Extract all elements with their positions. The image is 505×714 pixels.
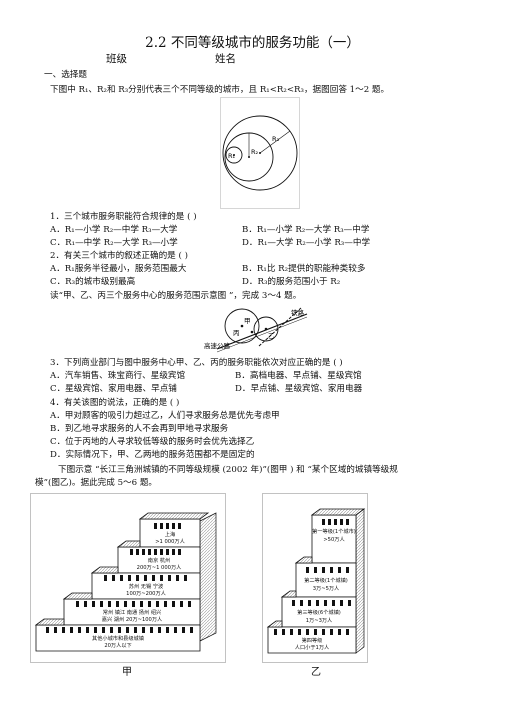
yi-tier-1-top — [310, 508, 366, 516]
center-r1 — [233, 154, 235, 156]
circle-r3 — [222, 115, 298, 191]
intro-q1-2: 下图中 R₁、R₂和 R₃分别代表三个不同等级的城市，且 R₁<R₂<R₃，据图… — [50, 85, 390, 95]
yi-people-icons — [274, 519, 351, 635]
circle-r1 — [225, 146, 243, 164]
section-heading: 一、选择题 — [44, 70, 87, 80]
q1-option-b: B．R₁—小学 R₂—大学 R₃—中学 — [242, 225, 370, 235]
radius-r3 — [259, 130, 291, 154]
q3-option-b: B．高档电器、早点铺、星级宾馆 — [235, 371, 362, 381]
q1-option-a: A．R₁—小学 R₂—中学 R₃—大学 — [50, 225, 178, 235]
tier-2-top — [116, 540, 141, 548]
tier-1-pop: >1 000万人 — [155, 538, 185, 545]
center-jia — [240, 324, 244, 328]
intro-q3-4: 读“甲、乙、丙三个服务中心的服务范围示意图 ”，完成 3～4 题。 — [50, 291, 302, 301]
yi-tier-1-name: 第一等级(1个城市) — [312, 527, 356, 535]
label-bing: 丙 — [233, 329, 240, 337]
label-highway: 高速公路 — [204, 341, 231, 350]
q2-option-d: D．R₃的服务范围小于 R₂ — [242, 277, 341, 287]
tier-1-people-icon — [154, 523, 181, 529]
yi-tier-4-people-icon — [274, 629, 349, 635]
railway-line — [258, 307, 302, 347]
people-icons — [46, 523, 193, 633]
tier-4-cities: 常州 镇江 南通 扬州 绍兴 — [103, 608, 161, 616]
label-rail: 铁路 — [291, 308, 305, 317]
tier-2-cities: 南京 杭州 — [148, 556, 170, 564]
tier-3-cities: 苏州 无锡 宁波 — [129, 582, 164, 590]
tier-3-pop: 100万~200万人 — [126, 590, 166, 597]
q2-option-a: A．R₁服务半径最小，服务范围最大 — [50, 264, 187, 274]
tier-1-top — [138, 512, 210, 520]
label-jia: 甲 — [244, 317, 251, 325]
q4-option-b: B．到乙地寻求服务的人不会再到甲地寻求服务 — [50, 424, 229, 434]
tier-3-top — [90, 566, 119, 574]
pyramid-side-wall — [199, 512, 217, 642]
tier-3-people-icon — [104, 575, 187, 581]
yi-tier-1-pop: >50万人 — [323, 536, 344, 543]
highway-line — [216, 313, 308, 350]
yi-tier-4-top — [266, 620, 283, 628]
tier-5-top — [34, 618, 65, 626]
yi-side-wall — [355, 508, 365, 654]
class-label: 班级 — [106, 53, 127, 65]
label-yi: 乙 — [268, 332, 275, 340]
center-bing — [250, 330, 254, 334]
q4-stem: 4．有关该图的说法，正确的是 ( ) — [50, 398, 180, 408]
figure-yi-staircase: 第一等级(1个城市) >50万人 第二等级(1个城镇) 3万~5万人 第三等级(… — [262, 493, 368, 663]
tier-2-people-icon — [130, 549, 181, 555]
q4-option-c: C．位于丙地的人寻求较低等级的服务时会优先选择乙 — [50, 437, 255, 447]
figure-jia-staircase: 上海 >1 000万人 南京 杭州 200万~1 000万人 苏州 无锡 宁波 … — [30, 493, 226, 663]
q3-option-a: A．汽车销售、珠宝商行、星级宾馆 — [50, 371, 186, 381]
yi-tier-3-pop: 1万~3万人 — [306, 617, 333, 624]
q2-option-c: C．R₃的城市级别最高 — [50, 277, 136, 287]
tier-5-cities: 其他小城市和县级城镇 — [92, 634, 144, 642]
q2-stem: 2．有关三个城市的叙述正确的是 ( ) — [50, 251, 188, 261]
tier-5-people-icon — [46, 627, 193, 633]
yi-tier-2-name: 第二等级(1个城镇) — [304, 576, 348, 584]
figure-yi-frame — [262, 493, 368, 663]
q4-option-a: A．甲对顾客的吸引力超过乙，人们寻求服务总是优先考虑甲 — [50, 411, 280, 421]
label-r3: R₃ — [272, 135, 280, 143]
caption-yi: 乙 — [311, 667, 321, 678]
label-r1: R₁ — [228, 152, 236, 160]
tier-1-cities: 上海 — [165, 530, 175, 538]
figure-frame — [220, 97, 300, 209]
q1-option-d: D．R₁—大学 R₂—小学 R₃—中学 — [242, 238, 371, 248]
highway-line-2 — [216, 316, 308, 353]
yi-tier-1-people-icon — [322, 519, 349, 525]
service-centers-figure: 甲 丙 乙 铁路 高速公路 — [204, 307, 308, 353]
q1-stem: 1．三个城市服务职能符合规律的是 ( ) — [50, 212, 197, 222]
yi-tier-2-pop: 3万~5万人 — [313, 585, 340, 592]
yi-tier-2-people-icon — [306, 567, 349, 573]
yi-tier-3-people-icon — [292, 600, 351, 606]
circle-jia — [224, 308, 260, 344]
tier-4-people-icon — [76, 601, 191, 607]
name-label: 姓名 — [215, 53, 236, 65]
intro-q5-6-line1: 下图示意 “长江三角洲城镇的不同等级规模 (2002 年)”(图甲 ) 和 “某… — [58, 465, 398, 475]
tier-4-pop: 嘉兴 湖州 20万~100万人 — [102, 615, 162, 623]
figure-jia-frame — [30, 493, 226, 663]
yi-tier-2-top — [294, 556, 313, 564]
yi-tier-4-pop: 人口小于1万人 — [295, 643, 329, 651]
nested-circles-figure: R₁ R₂ R₃ — [220, 97, 300, 209]
label-r2: R₂ — [251, 148, 259, 156]
q3-stem: 3．下列商业部门与图中服务中心甲、乙、丙的服务职能依次对应正确的是 ( ) — [50, 358, 343, 368]
tier-4-top — [62, 592, 93, 600]
tier-2-pop: 200万~1 000万人 — [137, 564, 182, 571]
yi-tier-4-name: 第四等级 — [302, 636, 323, 644]
q3-option-c: C．星级宾馆、家用电器、早点铺 — [50, 384, 177, 394]
q4-option-d: D．实际情况下，甲、乙两地的服务范围都不是固定的 — [50, 450, 255, 460]
intro-q5-6-line2: 模”(图乙)。据此完成 5～6 题。 — [35, 478, 158, 488]
page-title: 2.2 不同等级城市的服务功能（一） — [145, 35, 360, 51]
q1-option-c: C．R₁—中学 R₂—大学 R₃—小学 — [50, 238, 178, 248]
q3-option-d: D．早点铺、星级宾馆、家用电器 — [235, 384, 363, 394]
q2-option-b: B．R₁比 R₂提供的职能种类较多 — [242, 264, 366, 274]
yi-tier-3-top — [280, 590, 297, 598]
yi-tier-3-name: 第三等级(6个城镇) — [297, 608, 341, 616]
tier-5-pop: 20万人以下 — [104, 642, 131, 649]
caption-jia: 甲 — [122, 667, 132, 678]
